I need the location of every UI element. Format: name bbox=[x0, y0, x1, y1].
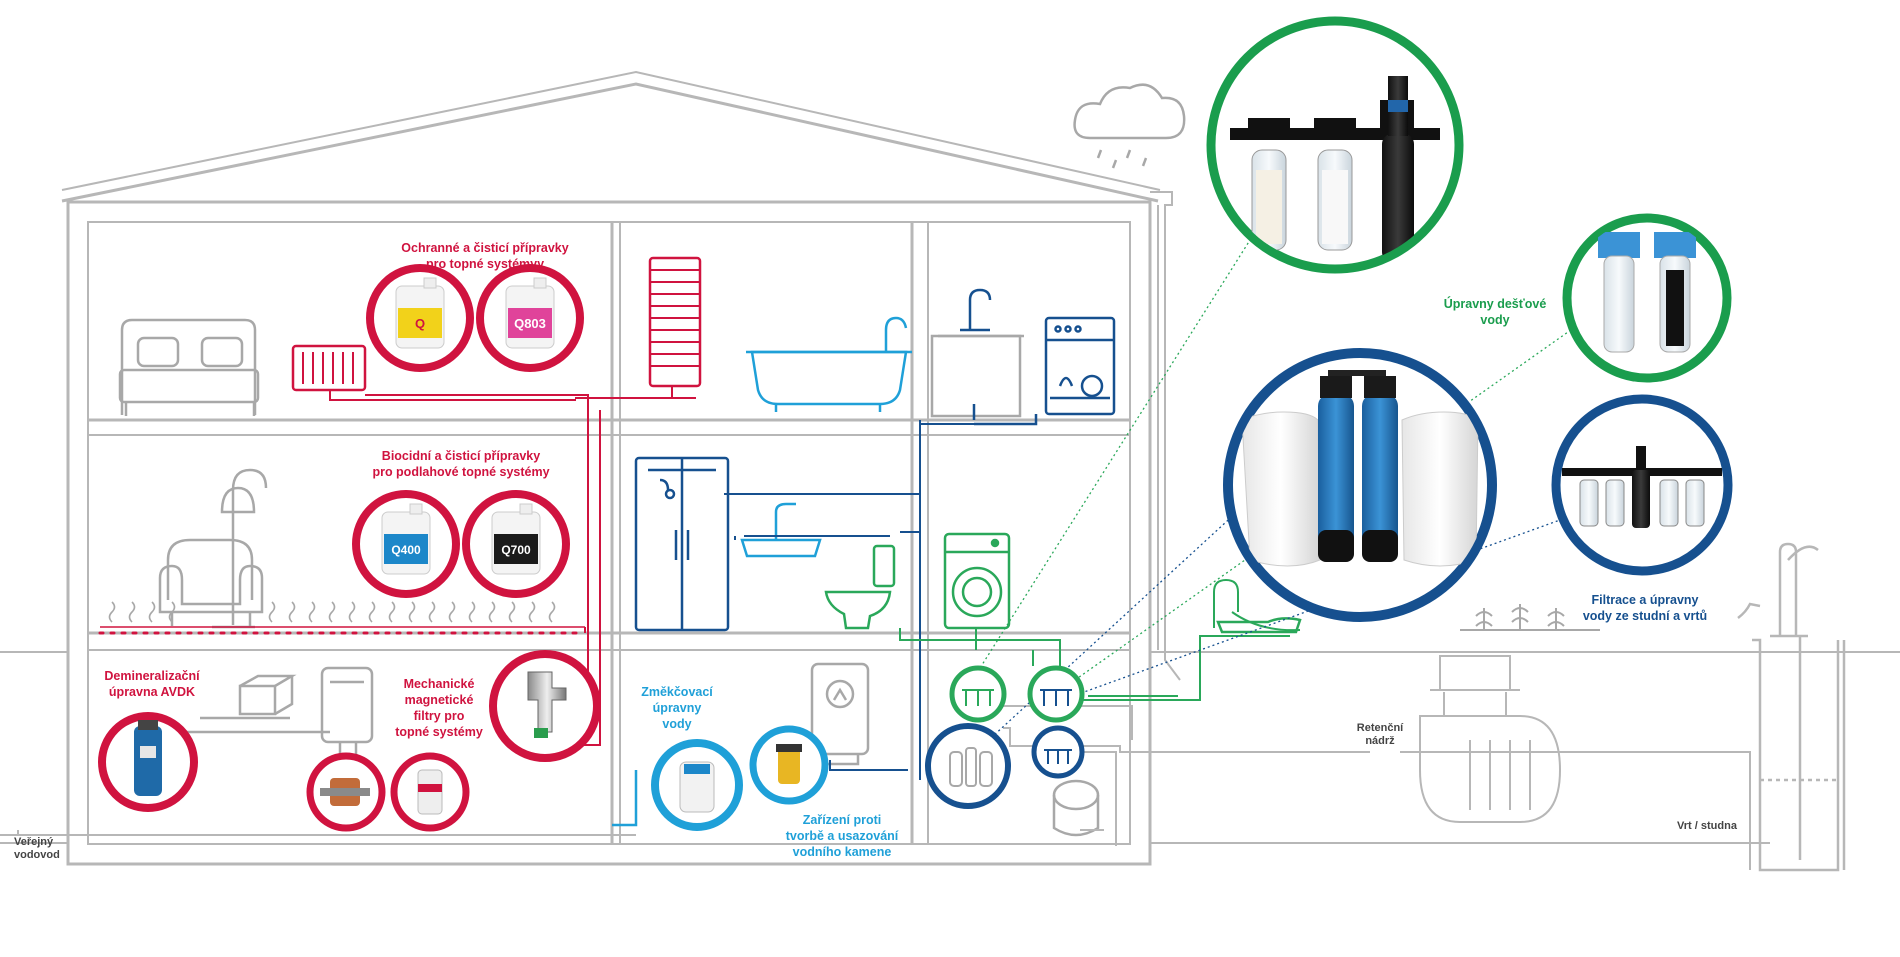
boiler-icon bbox=[320, 666, 374, 760]
svg-text:Q400: Q400 bbox=[391, 543, 421, 557]
svg-text:Q: Q bbox=[415, 316, 425, 331]
bathtub-icon bbox=[746, 316, 912, 412]
softener-node[interactable] bbox=[925, 723, 1011, 809]
bed-icon bbox=[118, 318, 260, 416]
product-circle-canister-black[interactable]: Q700 bbox=[462, 490, 570, 598]
dishwasher-icon bbox=[1044, 316, 1116, 416]
armchair-icon bbox=[158, 538, 264, 626]
retention-tank-icon bbox=[1419, 655, 1562, 823]
storage-box-icon bbox=[175, 674, 330, 734]
product-circle-well-filters[interactable] bbox=[1551, 394, 1733, 576]
pressure-vessel-icon bbox=[1052, 779, 1100, 837]
heating-system bbox=[98, 256, 702, 746]
product-circle-magnetic-filter-2[interactable] bbox=[390, 752, 470, 832]
product-circle-rainwater-small[interactable] bbox=[1562, 213, 1732, 383]
cloud-icon bbox=[1073, 83, 1186, 169]
product-circle-softener-large[interactable] bbox=[1223, 348, 1497, 622]
rain-filter-node-2[interactable] bbox=[1027, 665, 1085, 723]
product-circle-canister-pink[interactable]: Q803 bbox=[476, 264, 584, 372]
garden-sprinkler-icon bbox=[1216, 617, 1302, 634]
radiator-icon bbox=[291, 344, 367, 392]
washbasin-icon bbox=[740, 502, 822, 558]
svg-text:Q803: Q803 bbox=[514, 316, 546, 331]
towel-rail-icon bbox=[648, 256, 702, 398]
toilet-icon bbox=[824, 544, 896, 630]
well-filter-node[interactable] bbox=[1031, 725, 1085, 779]
product-circle-canister-blue[interactable]: Q400 bbox=[352, 490, 460, 598]
product-circle-canister-yellow[interactable]: Q bbox=[366, 264, 474, 372]
label-well: Vrt / studna bbox=[1677, 820, 1737, 832]
floor-heat-waves bbox=[108, 601, 556, 623]
garden-icons bbox=[1460, 604, 1600, 631]
well-pump-icon bbox=[1737, 542, 1846, 872]
product-circle-magnetic-filter-3[interactable] bbox=[489, 650, 601, 762]
product-circle-demineralization[interactable] bbox=[98, 712, 198, 812]
product-circle-rainwater-large[interactable] bbox=[1206, 16, 1464, 274]
product-circle-softener[interactable] bbox=[651, 739, 743, 831]
water-pipes-navy bbox=[724, 420, 1030, 780]
washing-machine-icon bbox=[943, 532, 1011, 630]
kitchen-icons bbox=[930, 288, 1116, 426]
svg-text:Q700: Q700 bbox=[501, 543, 531, 557]
bathroom-fixtures bbox=[612, 316, 912, 827]
shower-cabin-icon bbox=[634, 456, 730, 632]
sink-icon bbox=[930, 288, 1024, 418]
product-circle-magnetic-filter-1[interactable] bbox=[306, 752, 386, 832]
product-circle-antiscale[interactable] bbox=[749, 725, 829, 805]
rain-filter-node-1[interactable] bbox=[949, 665, 1007, 723]
ground-line bbox=[0, 651, 1900, 844]
